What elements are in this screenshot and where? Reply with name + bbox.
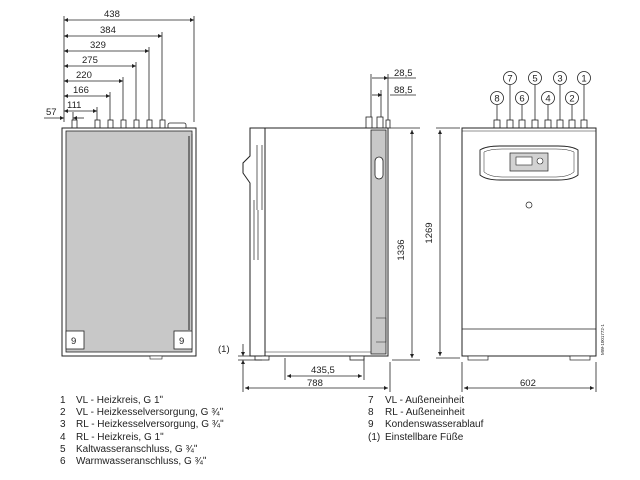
front-dim-220: 220 <box>76 70 92 81</box>
legend-number: 2 <box>60 407 66 419</box>
rear-label-4: 4 <box>545 94 550 105</box>
rear-bubble-6 <box>515 91 529 105</box>
rear-height-dimension <box>436 127 460 359</box>
brand-logo-icon <box>525 201 533 209</box>
legend-item: 5 Kaltwasseranschluss, G ¾ʺ <box>60 444 224 456</box>
rear-bubble-8 <box>490 91 504 105</box>
rear-bubble-4 <box>541 91 555 105</box>
side-view: 28,5 88,5 1336 <box>218 68 420 392</box>
legend-number: 3 <box>60 419 66 431</box>
legend-item: 4 RL - Heizkreis, G 1ʺ <box>60 432 224 444</box>
rear-bubble-1 <box>577 71 591 85</box>
rear-label-6: 6 <box>519 94 524 105</box>
rear-label-8: 8 <box>494 94 499 105</box>
rear-bubble-5 <box>528 71 542 85</box>
legend-number: 8 <box>368 407 374 419</box>
front-drain-label-left: 9 <box>71 336 76 347</box>
rear-label-5: 5 <box>532 74 537 85</box>
rear-label-3: 3 <box>557 74 562 85</box>
legend-left: 1 VL - Heizkreis, G 1ʺ 2 VL - Heizkesselve… <box>60 395 224 468</box>
rear-width-602: 602 <box>520 378 536 389</box>
rear-bubble-2 <box>565 91 579 105</box>
legend-item: 8 RL - Außeneinheit <box>368 407 483 419</box>
legend-number: 4 <box>60 431 66 443</box>
rear-bubble-3 <box>553 71 567 85</box>
side-dim-28-5: 28,5 <box>394 68 413 79</box>
legend-text: RL - Heizkreis, G 1ʺ <box>76 431 164 443</box>
legend-text: Einstellbare Füße <box>385 431 464 443</box>
legend-text: Warmwasseranschluss, G ¾ʺ <box>76 456 207 468</box>
legend-item: (1) Einstellbare Füße <box>368 432 483 444</box>
side-bottom-dimensions <box>242 358 391 392</box>
legend-number: 1 <box>60 395 66 406</box>
legend-number: 9 <box>368 419 374 431</box>
legend-item: 3 RL - Heizkesselversorgung, G ¾ʺ <box>60 419 224 431</box>
front-drain-marker-right: 9 <box>173 330 193 350</box>
side-pipes <box>365 116 391 129</box>
side-appliance-body <box>242 127 389 357</box>
side-height-1336: 1336 <box>396 239 407 260</box>
legend-number: (1) <box>368 431 381 443</box>
rear-bubble-labels: 8 7 6 5 4 3 2 1 <box>494 74 586 105</box>
legend-text: VL - Heizkesselversorgung, G ¾ʺ <box>76 407 224 419</box>
rear-label-1: 1 <box>581 74 586 85</box>
front-dim-166: 166 <box>73 85 89 96</box>
legend-item: 9 Kondenswasserablauf <box>368 419 483 431</box>
rear-pipes <box>493 119 588 129</box>
legend-text: VL - Heizkreis, G 1ʺ <box>76 395 164 406</box>
rear-label-7: 7 <box>507 74 512 85</box>
front-drain-marker-left: 9 <box>65 330 85 350</box>
front-view: 438 384 329 275 220 166 111 57 9 <box>44 9 197 360</box>
side-dim-88-5: 88,5 <box>394 85 413 96</box>
front-dim-275: 275 <box>82 55 98 66</box>
legend-item: 2 VL - Heizkesselversorgung, G ¾ʺ <box>60 407 224 419</box>
legend-number: 6 <box>60 456 66 468</box>
legend-text: RL - Außeneinheit <box>385 407 465 419</box>
front-dim-384: 384 <box>100 25 116 36</box>
legend-text: RL - Heizkesselversorgung, G ¾ʺ <box>76 419 224 431</box>
side-feet-dimension <box>238 344 262 372</box>
legend-number: 7 <box>368 395 374 406</box>
front-drain-label-right: 9 <box>179 336 184 347</box>
front-dim-111: 111 <box>67 100 81 111</box>
rear-width-dimension <box>461 362 597 392</box>
front-dim-438: 438 <box>104 9 120 20</box>
legend-item: 6 Warmwasseranschluss, G ¾ʺ <box>60 456 224 468</box>
legend-item: 1 VL - Heizkreis, G 1ʺ <box>60 395 224 407</box>
legend-text: Kaltwasseranschluss, G ¾ʺ <box>76 443 198 455</box>
front-width-dimensions <box>44 16 195 124</box>
front-dim-329: 329 <box>90 40 106 51</box>
rear-connection-bubbles <box>490 71 591 122</box>
legend-number: 5 <box>60 443 66 455</box>
rear-appliance-body <box>461 127 597 361</box>
drawing-code: MW-1001772-1 <box>600 324 605 355</box>
front-dim-57: 57 <box>46 107 57 118</box>
rear-view: 8 7 6 5 4 3 2 1 <box>424 71 605 392</box>
rear-bubble-7 <box>503 71 517 85</box>
rear-height-1269: 1269 <box>424 222 435 243</box>
side-feet <box>254 355 365 361</box>
side-feet-marker: (1) <box>218 344 230 355</box>
side-dim-435-5: 435,5 <box>311 365 335 376</box>
legend-item: 7 VL - Außeneinheit <box>368 395 483 407</box>
side-height-dimension <box>390 127 420 361</box>
technical-drawing: 438 384 329 275 220 166 111 57 9 <box>44 9 605 392</box>
rear-label-2: 2 <box>569 94 574 105</box>
front-appliance-body <box>61 127 197 360</box>
side-top-dimensions <box>370 74 416 122</box>
side-dim-788: 788 <box>307 378 323 389</box>
legend-text: Kondenswasserablauf <box>385 419 484 431</box>
legend-text: VL - Außeneinheit <box>385 395 465 406</box>
